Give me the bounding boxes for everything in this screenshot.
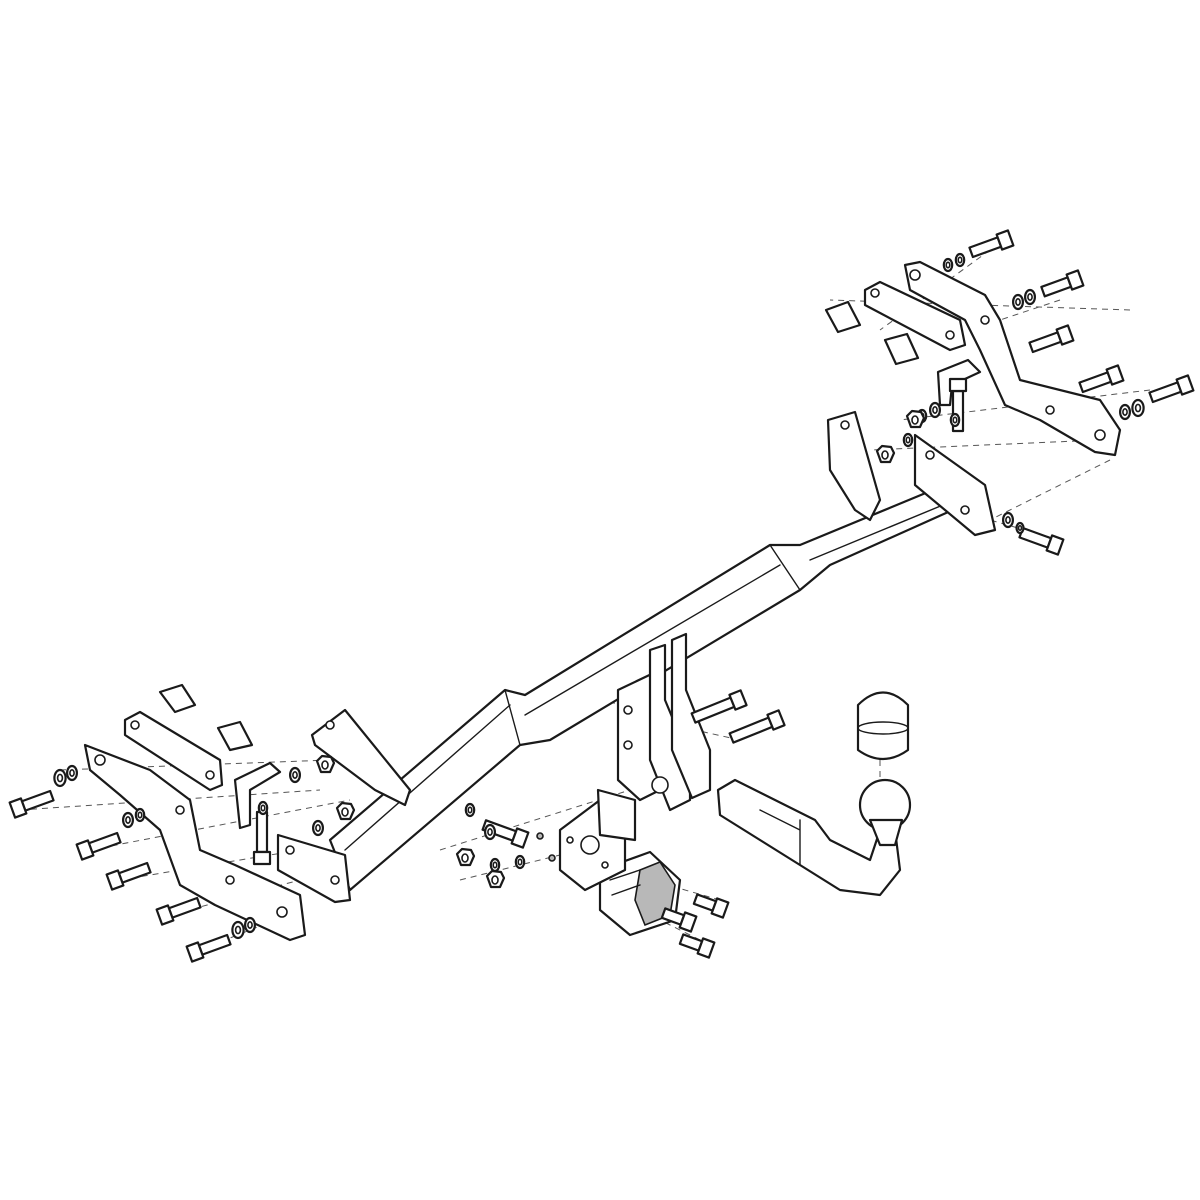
bolt	[690, 689, 748, 724]
crossbar	[276, 433, 997, 904]
bolt	[660, 907, 698, 933]
bolt	[185, 933, 232, 963]
bolt	[155, 896, 202, 926]
right-crossbar-bracket	[826, 410, 882, 522]
left-small-bracket	[233, 761, 282, 830]
left-side-arm	[83, 743, 307, 942]
bolt	[1018, 526, 1065, 556]
small-nut	[548, 854, 556, 862]
fasteners	[8, 229, 1195, 963]
ball-neck	[716, 778, 912, 897]
bolt	[1148, 374, 1195, 404]
bolt	[678, 933, 716, 959]
ball-cap	[856, 691, 910, 761]
bolt	[692, 893, 730, 919]
bolt	[105, 861, 152, 891]
left-clip-nuts	[158, 683, 254, 752]
bolt	[75, 831, 122, 861]
bolt	[1028, 324, 1075, 354]
bolt	[968, 229, 1015, 259]
right-side-arm	[903, 260, 1122, 457]
left-strap-plate	[123, 710, 224, 792]
small-nut	[536, 832, 544, 840]
bolt	[1078, 364, 1125, 394]
bolt	[1040, 269, 1085, 298]
right-strap-plate	[863, 280, 967, 352]
bolt	[252, 810, 272, 866]
bolt	[728, 709, 786, 744]
left-crossbar-bracket	[310, 708, 412, 807]
socket-mounting-plate	[558, 788, 637, 892]
right-clip-nuts	[824, 300, 920, 366]
bolt	[8, 789, 55, 819]
hitch-mount-bracket	[616, 632, 712, 812]
